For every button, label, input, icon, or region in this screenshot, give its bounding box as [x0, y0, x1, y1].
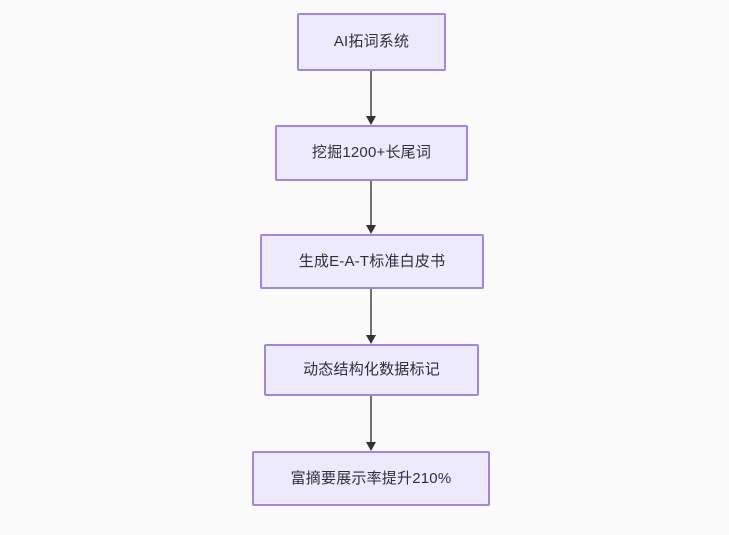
flow-node-longtail-mining[interactable]: 挖掘1200+长尾词 — [275, 125, 468, 181]
edge-line — [370, 181, 372, 225]
flow-node-rich-snippet-result[interactable]: 富摘要展示率提升210% — [252, 451, 490, 506]
flow-node-label: 富摘要展示率提升210% — [290, 469, 452, 487]
flow-node-eat-whitepaper[interactable]: 生成E-A-T标准白皮书 — [260, 234, 484, 289]
edge-line — [370, 289, 372, 335]
flow-node-structured-data-markup[interactable]: 动态结构化数据标记 — [264, 344, 479, 396]
arrowhead-icon — [366, 225, 376, 234]
flow-node-label: AI拓词系统 — [333, 33, 410, 50]
arrowhead-icon — [366, 335, 376, 344]
flow-node-label: 生成E-A-T标准白皮书 — [298, 252, 446, 270]
flow-node-label: 挖掘1200+长尾词 — [311, 144, 432, 161]
edge-line — [370, 396, 372, 442]
arrowhead-icon — [366, 442, 376, 451]
flow-node-label: 动态结构化数据标记 — [303, 361, 440, 378]
flow-node-ai-keyword-system[interactable]: AI拓词系统 — [297, 13, 446, 71]
arrowhead-icon — [366, 116, 376, 125]
edge-line — [370, 71, 372, 116]
